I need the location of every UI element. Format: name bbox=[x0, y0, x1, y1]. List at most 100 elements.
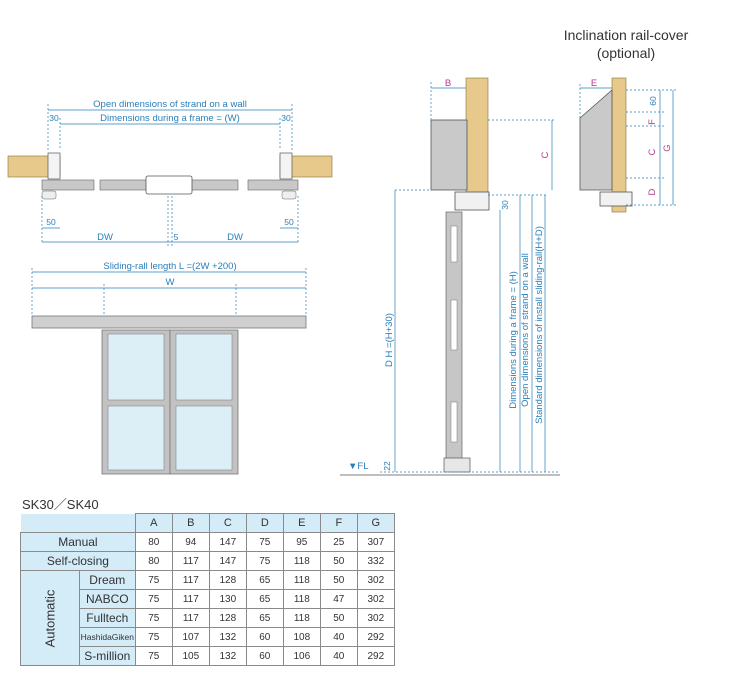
stile-inner bbox=[450, 225, 458, 263]
table-cell: 80 bbox=[134, 532, 173, 552]
table-cell: 118 bbox=[282, 570, 321, 590]
table-cell: 130 bbox=[208, 589, 247, 609]
plan-dw-left: DW bbox=[97, 232, 113, 243]
cover-d-label: D bbox=[647, 188, 658, 195]
row-label: Fulltech bbox=[78, 608, 136, 628]
glass-pane bbox=[107, 405, 165, 471]
table-cell: 107 bbox=[171, 627, 210, 647]
left-panel-plan bbox=[41, 179, 95, 191]
right-roller bbox=[281, 190, 297, 200]
table-cell: 302 bbox=[356, 589, 395, 609]
plan-right-50: 50 bbox=[284, 217, 294, 227]
table-cell: 95 bbox=[282, 532, 321, 552]
table-cell: 75 bbox=[134, 646, 173, 666]
automatic-group-text: Automatic bbox=[42, 589, 58, 647]
plan-left-50: 50 bbox=[46, 217, 56, 227]
table-cell: 108 bbox=[282, 627, 321, 647]
inclination-caption-line1: Inclination rail-cover bbox=[564, 27, 689, 43]
table-cell: 75 bbox=[245, 551, 284, 571]
table-cell: 94 bbox=[171, 532, 210, 552]
section-fl-label: ▼FL bbox=[348, 461, 369, 472]
table-cell: 118 bbox=[282, 551, 321, 571]
elevation-w-label: W bbox=[166, 277, 175, 288]
rail-cover-view: Inclination rail-cover (optional) E 60 F… bbox=[564, 27, 689, 213]
glass-pane bbox=[107, 333, 165, 401]
header-e: E bbox=[282, 513, 321, 533]
rail-housing bbox=[430, 119, 468, 191]
left-roller bbox=[41, 190, 57, 200]
cover-f-label: F bbox=[647, 119, 658, 125]
table-cell: 117 bbox=[171, 608, 210, 628]
table-row: S-million 75 105 132 60 106 40 292 bbox=[21, 646, 395, 666]
table-row: Fulltech 75 117 128 65 118 50 302 bbox=[21, 608, 395, 628]
table-row: Manual 80 94 147 75 95 25 307 bbox=[20, 532, 395, 552]
table-cell: 118 bbox=[282, 608, 321, 628]
table-cell: 292 bbox=[356, 646, 395, 666]
section-b-label: B bbox=[445, 78, 451, 89]
table-cell: 50 bbox=[319, 570, 358, 590]
table-cell: 117 bbox=[171, 570, 210, 590]
table-row: Self-closing 80 117 147 75 118 50 332 bbox=[20, 551, 395, 571]
left-jamb bbox=[47, 152, 61, 180]
table-cell: 75 bbox=[245, 532, 284, 552]
automatic-group-label: Automatic bbox=[20, 570, 80, 666]
inclined-cover bbox=[579, 89, 613, 191]
plan-right-30: 30 bbox=[281, 113, 291, 123]
row-label: HashidaGiken bbox=[78, 627, 136, 647]
cover-g-label: G bbox=[662, 144, 673, 151]
plan-view: Open dimensions of strand on a wall Dime… bbox=[7, 99, 333, 246]
table-cell: 75 bbox=[134, 570, 173, 590]
table-cell: 25 bbox=[319, 532, 358, 552]
table-cell: 60 bbox=[245, 646, 284, 666]
table-cell: 302 bbox=[356, 608, 395, 628]
table-cell: 132 bbox=[208, 646, 247, 666]
right-jamb bbox=[279, 152, 293, 180]
stile-inner bbox=[450, 401, 458, 443]
table-cell: 50 bbox=[319, 551, 358, 571]
table-cell: 40 bbox=[319, 627, 358, 647]
section-c-label: C bbox=[540, 151, 551, 158]
header-d: D bbox=[245, 513, 284, 533]
table-cell: 50 bbox=[319, 608, 358, 628]
right-panel-plan bbox=[247, 179, 299, 191]
table-header-row: A B C D E F G bbox=[20, 513, 395, 533]
row-label: Manual bbox=[20, 532, 136, 552]
table-cell: 292 bbox=[356, 627, 395, 647]
glass-pane bbox=[175, 333, 233, 401]
section-22-label: 22 bbox=[382, 461, 392, 471]
table-cell: 147 bbox=[208, 551, 247, 571]
header-f: F bbox=[319, 513, 358, 533]
table-cell: 117 bbox=[171, 551, 210, 571]
table-cell: 105 bbox=[171, 646, 210, 666]
plan-five: 5 bbox=[174, 232, 179, 242]
row-label: NABCO bbox=[78, 589, 136, 609]
inclination-caption-line2: (optional) bbox=[597, 45, 655, 61]
table-row: HashidaGiken 75 107 132 60 108 40 292 bbox=[21, 627, 395, 647]
table-cell: 117 bbox=[171, 589, 210, 609]
section-frame-dim-h: Dimensions during a frame = (H) bbox=[508, 271, 519, 409]
sliding-rail bbox=[31, 315, 307, 329]
plan-open-dim-label: Open dimensions of strand on a wall bbox=[93, 99, 247, 110]
table-cell: 106 bbox=[282, 646, 321, 666]
row-label: S-million bbox=[78, 646, 136, 666]
table-cell: 75 bbox=[134, 589, 173, 609]
dimension-table: A B C D E F G Manual 80 94 147 75 95 25 … bbox=[20, 513, 395, 666]
table-cell: 80 bbox=[134, 551, 173, 571]
section-view: B C 30 D H =(H+30) Dimensions during a f… bbox=[340, 77, 560, 476]
table-cell: 40 bbox=[319, 646, 358, 666]
section-dh-label: D H =(H+30) bbox=[384, 313, 395, 367]
table-cell: 307 bbox=[356, 532, 395, 552]
table-row: Automatic Dream 75 117 128 65 118 50 302 bbox=[20, 570, 395, 666]
track-bracket bbox=[454, 191, 490, 211]
table-cell: 302 bbox=[356, 570, 395, 590]
section-30-label: 30 bbox=[500, 200, 510, 210]
stile-inner bbox=[450, 299, 458, 351]
table-cell: 332 bbox=[356, 551, 395, 571]
model-label: SK30／SK40 bbox=[22, 497, 99, 512]
header-c: C bbox=[208, 513, 247, 533]
table-cell: 128 bbox=[208, 570, 247, 590]
header-g: G bbox=[356, 513, 395, 533]
table-cell: 65 bbox=[245, 570, 284, 590]
header-a: A bbox=[134, 513, 173, 533]
